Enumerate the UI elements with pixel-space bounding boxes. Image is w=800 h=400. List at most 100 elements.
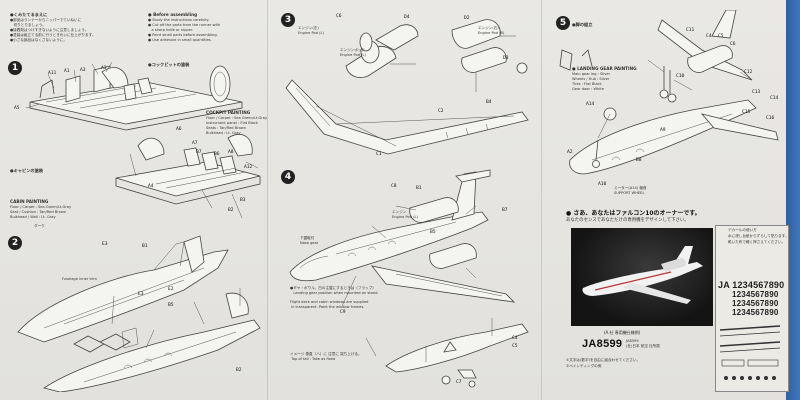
- step-5-part-c11: C11: [686, 28, 695, 33]
- step-3-part-c2: C2: [438, 109, 444, 114]
- gear-line-3: Tires : Flat Black: [572, 82, 602, 86]
- box-edge: [786, 0, 800, 400]
- decal-note-1: デカールの使い方: [728, 228, 757, 232]
- dark-label: ダーク: [34, 224, 45, 228]
- sample-aircraft-photo: [571, 228, 713, 326]
- step-4-part-c8: C8: [391, 184, 397, 189]
- owner-subline: あなたのセンスであなただけの専用機をデザインして下さい。: [566, 218, 689, 223]
- step-5-part-c12: C12: [744, 70, 753, 75]
- step-5-part-c6: C6: [730, 42, 736, 47]
- step-5-part-a2: A2: [567, 150, 573, 155]
- step-5-part-c16: C16: [766, 116, 775, 121]
- decal-stripes: [719, 325, 781, 380]
- cabin-painting-line-2: Seat / Cushion : Tan/Red Brown: [10, 210, 67, 214]
- before-line-4: ● Paint small parts before assembling.: [148, 33, 218, 37]
- intro-line-5: ●小さな部品はなくさないように。: [10, 38, 67, 42]
- decal-line-2: 1234567890: [732, 290, 779, 299]
- intro-line-1: ●部品はランナーからニッパーでていねいに: [10, 18, 82, 22]
- step-1-part-a7: A7: [192, 141, 198, 146]
- step-1-part-a11: A11: [48, 71, 57, 76]
- intro-line-2: 切りとりましょう。: [10, 23, 46, 27]
- panel-fold-1: [267, 0, 269, 400]
- step-4-note-2: Flight deck and cabin windows are suppli…: [290, 300, 369, 310]
- step-2-part-b1: B1: [142, 244, 148, 249]
- step-5-part-b8: B8: [636, 158, 642, 163]
- decal-sheet: [715, 225, 789, 392]
- step-2-badge: 2: [8, 236, 22, 250]
- cockpit-painting-line-2: Instrument panel : Flat Black: [206, 121, 258, 125]
- step-4-part-c9: C9: [340, 310, 346, 315]
- step-3-part-d3: D3: [503, 56, 509, 61]
- support-wheel-caption: ミーター(A14) 機首 SUPPORT WHEEL: [614, 186, 647, 196]
- step-4-part-b7: B7: [502, 208, 508, 213]
- step-1-part-a3: A3: [80, 68, 86, 73]
- step-4-part-c4: C4: [512, 336, 518, 341]
- intro-line-4: ●塗装は組立てる前に行うときれいに仕上がります。: [10, 33, 96, 37]
- step-5-part-a10: A10: [598, 182, 607, 187]
- step-3-part-c1: C1: [376, 152, 382, 157]
- gear-title: ● LANDING GEAR PAINTING: [572, 66, 637, 71]
- cabin-painting-title: CABIN PAINTING: [10, 199, 49, 204]
- step-2-part-b2: B2: [236, 368, 242, 373]
- nose-gear-label: 下翼取付 Nose gear: [300, 236, 319, 246]
- step-5-gear-drawing: [559, 10, 779, 175]
- cabin-painting-title-jp: ●キャビンの塗装: [10, 168, 43, 173]
- engine-pod-label: エンジンポッド Engine Pod (L): [340, 48, 366, 58]
- step-3-part-b4: B4: [486, 100, 492, 105]
- step-2-part-e3b: E3: [138, 292, 144, 297]
- step-4-part-c5: C5: [512, 344, 518, 349]
- step-1-part-a8: A8: [228, 150, 234, 155]
- step-5-part-c4: C4: [706, 34, 712, 39]
- step-5-part-c5: C5: [718, 34, 724, 39]
- step-5-part-a14: A14: [586, 102, 595, 107]
- owner-callout-1: ①文字は(数字)を自由に組合わせてください。: [566, 358, 641, 362]
- step-4-part-c7: C7: [456, 380, 462, 385]
- step-3-part-d2: D2: [464, 16, 470, 21]
- registration-number: JA8599: [582, 338, 623, 350]
- intro-title: ●くみたてるまえに: [10, 12, 48, 17]
- gear-line-2: Wheels / Hub : Silver: [572, 77, 610, 81]
- owner-callout-2: ②ペインティングの例: [566, 364, 602, 368]
- step-2-part-e2: E2: [168, 287, 174, 292]
- cockpit-painting-line-4: Bulkhead : Lt. Gray: [206, 131, 241, 135]
- step-2-part-b5: B5: [168, 303, 174, 308]
- step-4-part-b5: B5: [430, 230, 436, 235]
- intro-line-3: ●接着剤はつけすぎないように注意しましょう。: [10, 28, 89, 32]
- cockpit-painting-title: COCKPIT PAINTING: [206, 110, 251, 115]
- before-line-5: ● Use adhesive in small quantities.: [148, 38, 212, 42]
- cabin-painting-line-1: Floor / Carpet : Sea Green/Lt.Gray: [10, 205, 72, 209]
- step-4-note-1: ●ギヤ・ボウル、白の主翼にするときは〈フラップ〉 Landing gear po…: [290, 286, 379, 296]
- step-4-part-b1: B1: [416, 186, 422, 191]
- step-2-part-e3: E3: [102, 242, 108, 247]
- before-title: ● Before assembling: [148, 12, 198, 17]
- gear-line-4: Gear door : White: [572, 87, 604, 91]
- decal-line-1: JA 1234567890: [718, 280, 785, 290]
- cockpit-painting-line-3: Seats : Tan/Red Brown: [206, 126, 247, 130]
- step-1-part-a1: A1: [64, 69, 70, 74]
- decal-note-3: 乾いた布で軽く押さえてください。: [728, 240, 786, 244]
- step-1-badge: 1: [8, 61, 22, 75]
- photo-caption: (A.社 専用機仕様例): [604, 330, 641, 335]
- step-4-note-3: イメージ 垂直（ハ）に 注意に 突ち上げる。 Top of tail : Tak…: [290, 352, 362, 362]
- step-1-part-a4: A4: [148, 184, 154, 189]
- decal-note-2: 水に浸し台紙からずらして貼ります。: [728, 234, 789, 238]
- step-3-wing-drawing: [285, 19, 529, 155]
- step-1-part-a12: A12: [244, 165, 253, 170]
- before-line-2: ● Cut off the parts from the runner with: [148, 23, 221, 27]
- step-1-part-b3: B3: [240, 198, 246, 203]
- gear-title-jp: ●脚の組立: [572, 22, 593, 27]
- panel-fold-2: [541, 0, 543, 400]
- step-5-part-c13: C13: [752, 90, 761, 95]
- decal-line-3: 1234567890: [732, 299, 779, 308]
- step-4-badge: 4: [281, 170, 295, 184]
- registration-caption: JA8599 (社)日本 航空 社所属: [626, 339, 660, 349]
- step-5-part-c15: C15: [742, 110, 751, 115]
- cockpit-painting-line-1: Floor / Carpet : Sea Green/Lt.Gray: [206, 116, 268, 120]
- step-5-badge: 5: [556, 16, 570, 30]
- owner-heading: ● さあ、あなたはファルコン10のオーナーです。: [566, 210, 701, 217]
- engine-left-label: エンジン(左) Engine Pod (L): [298, 26, 324, 36]
- before-line-1: ● Study the instructions carefully.: [148, 18, 210, 22]
- fuselage-trim-note: Fuselage inner trim: [62, 277, 97, 281]
- step-2-fuselage-drawing: [17, 235, 261, 392]
